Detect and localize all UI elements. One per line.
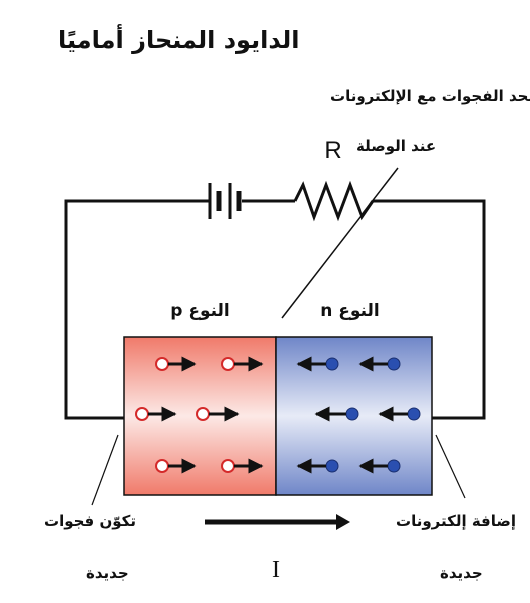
circuit-wire: [64, 199, 486, 420]
left-pointer-line: [91, 434, 119, 506]
right-note-line2: جديدة: [440, 564, 483, 582]
electron: [296, 356, 339, 372]
holes-group: [135, 356, 264, 474]
current-arrow: [205, 514, 350, 530]
electron: [358, 458, 401, 474]
junction-note-line1: تتحد الفجوات مع الإلكترونات: [330, 87, 530, 105]
hole: [196, 406, 240, 422]
left-note-line2: جديدة: [86, 564, 129, 582]
battery-symbol: [208, 183, 242, 219]
left-note-line1: تكوّن فجوات: [44, 512, 137, 530]
p-type-label: النوع p: [170, 301, 230, 321]
electron: [378, 406, 421, 422]
n-type-label: النوع n: [320, 301, 379, 321]
electrons-group: [296, 356, 421, 474]
hole: [221, 458, 264, 474]
resistor-label: R: [324, 137, 341, 164]
junction-note-line2: عند الوصلة: [356, 137, 437, 155]
right-pointer-line: [435, 434, 466, 499]
junction-pointer-line: [281, 167, 399, 319]
right-note-line1: إضافة إلكترونات: [396, 512, 517, 530]
current-label: I: [272, 557, 280, 583]
resistor-symbol: [293, 180, 375, 222]
electron: [296, 458, 339, 474]
diagram-title: الدايود المنحاز أماميًا: [58, 26, 300, 54]
electron: [314, 406, 359, 422]
electron: [358, 356, 401, 372]
hole: [221, 356, 264, 372]
hole: [155, 356, 197, 372]
hole: [135, 406, 177, 422]
hole: [155, 458, 197, 474]
